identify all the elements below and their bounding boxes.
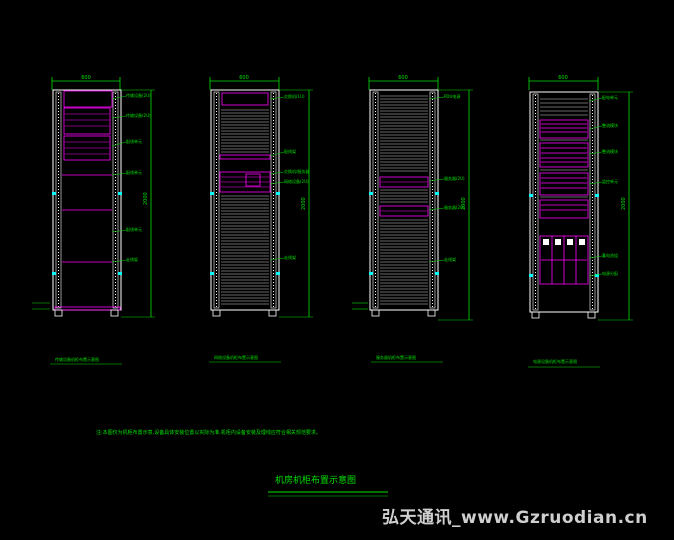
watermark-text: 弘天通讯_www.Gzruodian.cn	[382, 508, 648, 528]
cabinet-3-label-3: 服务器(2U)	[444, 204, 465, 210]
cabinet-1-top-dim: 600	[81, 75, 91, 81]
cabinet-2-label-2: 配线架	[284, 148, 296, 154]
cabinet-3-caption: 服务器机柜布置示意图	[376, 354, 416, 360]
cabinet-4-label-2: 整流模块	[602, 122, 618, 128]
cabinet-4-label-5: 蓄电池组	[602, 252, 618, 258]
cabinet-2-label-5: 走线架	[284, 254, 296, 260]
cabinet-4-height-dim: 2000	[621, 197, 627, 210]
cabinet-1: 600 2000 传输设	[32, 75, 155, 365]
cabinet-3-label-1: PDU电源	[444, 93, 460, 99]
cabinet-3-label-2: 服务器(2U)	[444, 175, 465, 181]
cabinet-3-height-dim: 2000	[461, 197, 467, 210]
drawing-title: 机房机柜布置示意图	[275, 474, 356, 486]
cabinet-3: 600	[352, 75, 473, 363]
cabinet-1-label-1: 传输设备(2U)	[126, 92, 151, 98]
cabinet-2-label-4: 网络设备(2U)	[284, 178, 309, 184]
drawing-note: 注:本图仅为机柜布置示意,设备具体安装位置以实际为准,机柜内设备安装及理线应符合…	[96, 429, 321, 436]
cabinet-2-label-1: 交换机(1U)	[284, 93, 305, 99]
cabinet-1-label-5: 配线单元	[126, 226, 142, 232]
cabinet-4-label-4: 监控单元	[602, 178, 618, 184]
cabinet-3-top-dim: 600	[398, 75, 408, 81]
cabinet-1-height-dim: 2000	[143, 192, 149, 205]
cabinet-2-label-3: 交换机/服务器	[284, 168, 309, 174]
cabinet-1-label-4: 配线单元	[126, 169, 142, 175]
cabinet-3-label-4: 走线架	[444, 256, 456, 262]
cabinet-2-height-dim: 2000	[301, 197, 307, 210]
cabinet-4-label-6: 电源分配	[602, 270, 618, 276]
cabinet-4-caption: 电源设备机柜布置示意图	[533, 358, 577, 364]
cabinet-1-label-3: 配线单元	[126, 138, 142, 144]
cabinet-1-label-2: 传输设备(2U)	[126, 112, 151, 118]
cabinet-4-top-dim: 600	[558, 75, 568, 81]
cabinet-2-caption: 网络设备机柜布置示意图	[214, 354, 258, 360]
cabinet-1-label-6: 走线架	[126, 256, 138, 262]
cabinet-4-label-3: 整流模块	[602, 148, 618, 154]
cabinet-4: 600	[528, 75, 633, 368]
cabinet-2: 600	[209, 75, 313, 363]
cabinet-4-label-1: 配电单元	[602, 94, 618, 100]
cabinet-1-caption: 传输设备机柜布置示意图	[55, 356, 99, 362]
cabinet-2-top-dim: 600	[239, 75, 249, 81]
